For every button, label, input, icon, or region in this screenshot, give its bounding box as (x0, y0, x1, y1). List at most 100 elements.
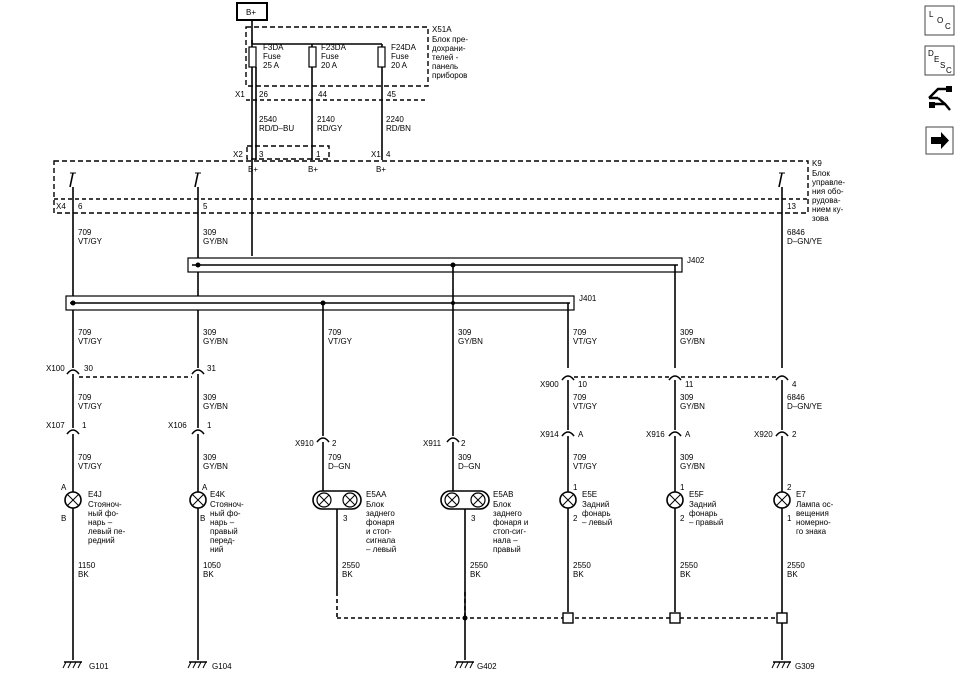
lamp-wire-4-num: 309 (458, 453, 472, 462)
lamp-e4j-desc-1: Стояноч- (88, 500, 122, 509)
mid-wire-2-color: GY/BN (203, 337, 228, 346)
k9-out-2-num: 309 (203, 228, 217, 237)
lamp-conn-2-pin: 1 (207, 421, 212, 430)
x100-out-1-color: VT/GY (78, 402, 103, 411)
lamp-e5aa-desc-3: фонаря (366, 518, 395, 527)
lamp-e4k-pin-in: A (202, 483, 208, 492)
lamp-conn-4: X911 (423, 439, 442, 448)
lamp-conn-6-pin: A (685, 430, 691, 439)
lamp-conn-6: X916 (646, 430, 665, 439)
x900-out-2-num: 309 (680, 393, 694, 402)
fuse-block-desc-2: дохрани- (432, 44, 466, 53)
mid-wire-4-color: GY/BN (458, 337, 483, 346)
lamp-e5ab-desc-4: стоп-сиг- (493, 527, 526, 536)
k9-input-conn-1: X2 (233, 150, 243, 159)
k9-out-3-num: 6846 (787, 228, 805, 237)
k9-input-conn-3: X1 (371, 150, 381, 159)
x900-out-1-num: 709 (573, 393, 587, 402)
fuse-block-desc-3: телей - (432, 53, 459, 62)
lamp-e5aa (312, 490, 362, 510)
lamp-e5aa-desc-6: – левый (366, 545, 396, 554)
lamp-wire-1-num: 709 (78, 453, 92, 462)
fuse-block-outline (245, 26, 429, 87)
lamp-e5aa-desc-5: сигнала (366, 536, 396, 545)
k9-id: K9 (812, 159, 822, 168)
x900-pin-10: 10 (578, 380, 587, 389)
feed-wire-1-num: 2540 (259, 115, 277, 124)
feed-wire-3-color: RD/BN (386, 124, 411, 133)
k9-pin-6: 6 (78, 202, 83, 211)
ground-wire-6-num: 2550 (680, 561, 698, 570)
fuse-type: Fuse (321, 52, 339, 61)
lamp-conn-7: X920 (754, 430, 773, 439)
ground-icon (771, 661, 791, 669)
connector-x900 (561, 375, 789, 381)
lamp-e5e-desc-3: – левый (582, 518, 612, 527)
k9-input-label-2: B+ (308, 165, 318, 174)
lamp-e5f-desc-2: фонарь (689, 509, 718, 518)
ground-wire-7-color: BK (787, 570, 798, 579)
lamp-e4k-pin-out: B (200, 514, 205, 523)
mid-wire-5-color: VT/GY (573, 337, 598, 346)
loc-letter-o: O (937, 16, 943, 25)
fuse-block-desc-1: Блок пре- (432, 35, 468, 44)
lamp-conn-7-pin: 2 (792, 430, 797, 439)
mid-wire-6-num: 309 (680, 328, 694, 337)
k9-input-pin-1: 3 (259, 150, 264, 159)
ground-wire-1-num: 1150 (78, 561, 96, 570)
ground-wire-2-num: 1050 (203, 561, 221, 570)
fuse-rating: 20 A (321, 61, 338, 70)
k9-connector: X4 (56, 202, 66, 211)
feed-wire-3-num: 2240 (386, 115, 404, 124)
ground-icon (187, 661, 207, 669)
lamp-e5aa-id: E5AA (366, 490, 387, 499)
lamp-wire-1-color: VT/GY (78, 462, 103, 471)
ground-wire-4-num: 2550 (470, 561, 488, 570)
description-button[interactable]: D E S C (924, 45, 955, 76)
ground-wire-4-color: BK (470, 570, 481, 579)
lamp-e4k-desc-2: ный фо- (210, 509, 241, 518)
mid-wire-1-color: VT/GY (78, 337, 103, 346)
lamp-e4j-desc-2: ный фо- (88, 509, 119, 518)
lamp-e4k-id: E4K (210, 490, 226, 499)
desc-letter-c: C (946, 66, 952, 75)
fuse-block-desc-5: приборов (432, 71, 467, 80)
k9-desc-6: зова (812, 214, 829, 223)
fuse-connector: X1 (235, 90, 245, 99)
x900-out-3-num: 6846 (787, 393, 805, 402)
arrow-right-icon[interactable] (925, 126, 954, 155)
ground-g309: G309 (795, 662, 815, 671)
x900-out-3-color: D–GN/YE (787, 402, 822, 411)
desc-letter-s: S (940, 61, 945, 70)
ground-wire-5-num: 2550 (573, 561, 591, 570)
k9-desc-2: управле- (812, 178, 845, 187)
lamp-e5f-desc-3: – правый (689, 518, 723, 527)
lamp-conn-1: X107 (46, 421, 65, 430)
fuse-type: Fuse (391, 52, 409, 61)
x900-out-1-color: VT/GY (573, 402, 598, 411)
lamp-wire-3-num: 709 (328, 453, 342, 462)
lamp-e4k-desc-6: ний (210, 545, 223, 554)
k9-pin-13: 13 (787, 202, 796, 211)
connector-icon[interactable] (925, 85, 954, 114)
ground-splice-2 (669, 612, 681, 624)
k9-out-2-color: GY/BN (203, 237, 228, 246)
lamp-e7-pin-out: 1 (787, 514, 792, 523)
mid-wire-5-num: 709 (573, 328, 587, 337)
mid-wire-4-num: 309 (458, 328, 472, 337)
x100-pin-31: 31 (207, 364, 216, 373)
mid-wire-3-color: VT/GY (328, 337, 353, 346)
x900-pin-11: 11 (685, 380, 694, 389)
fuse-name: F3DA (263, 43, 284, 52)
lamp-e4k-desc-1: Стояноч- (210, 500, 244, 509)
power-source-label: B+ (246, 8, 256, 17)
lamp-e7-id: E7 (796, 490, 806, 499)
lamp-e4j-pin-in: A (61, 483, 67, 492)
k9-input-label-1: B+ (248, 165, 258, 174)
lamp-e5f-desc-1: Задний (689, 500, 716, 509)
lamp-e5ab-desc-5: нала – (493, 536, 518, 545)
x100-pin-30: 30 (84, 364, 93, 373)
fuse-block-id: X51A (432, 25, 452, 34)
k9-pin-5: 5 (203, 202, 208, 211)
location-button[interactable]: L O C (924, 5, 955, 36)
